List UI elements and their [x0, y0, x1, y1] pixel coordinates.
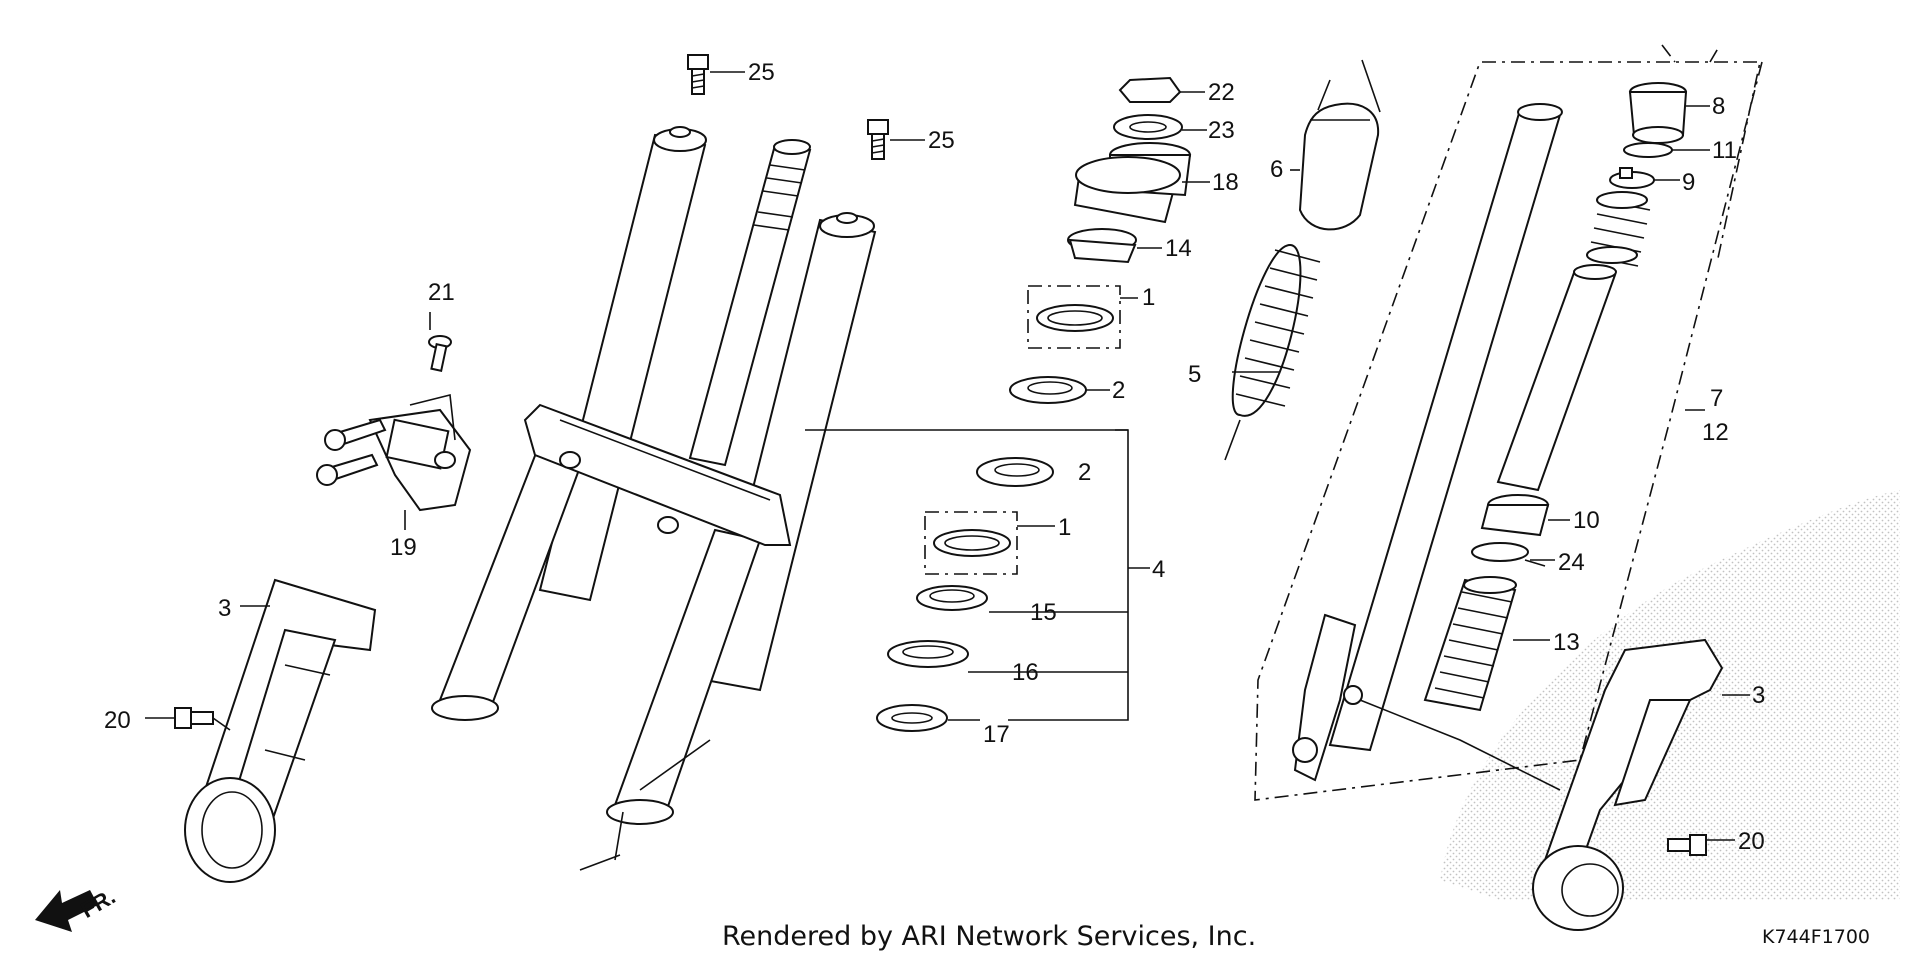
callout-22: 22 — [1208, 79, 1235, 106]
callout-11: 11 — [1712, 137, 1737, 164]
diagram-code: K744F1700 — [1762, 926, 1870, 948]
screw-21-icon — [428, 335, 452, 372]
callout-15: 15 — [1030, 599, 1057, 626]
front-fork-assembly — [431, 126, 877, 871]
rendered-by-credit: Rendered by ARI Network Services, Inc. — [722, 921, 1256, 952]
fork-cover-right-icon — [1532, 638, 1724, 931]
callout-3b: 3 — [1752, 682, 1765, 709]
callout-20b: 20 — [1738, 828, 1765, 855]
callout-25b: 25 — [928, 127, 955, 154]
callout-17: 17 — [983, 721, 1010, 748]
bolt-25-left-icon — [687, 54, 709, 95]
dust-boot-13-icon — [1423, 576, 1517, 712]
front-direction-label: FR. — [76, 884, 119, 923]
fork-cover-left-icon — [184, 578, 377, 883]
callout-21: 21 — [428, 279, 455, 306]
circlip-24-icon — [1471, 542, 1546, 567]
callout-2b: 2 — [1078, 459, 1091, 486]
leader-lines — [145, 71, 1750, 841]
rebound-spring-icon — [1586, 191, 1651, 267]
callout-12: 12 — [1702, 419, 1729, 446]
piston-9-icon — [1609, 167, 1655, 189]
callout-19: 19 — [390, 534, 417, 561]
inner-tube-icon — [1292, 103, 1563, 791]
callout-6: 6 — [1270, 156, 1283, 183]
callout-4: 4 — [1152, 556, 1165, 583]
callout-9: 9 — [1682, 169, 1695, 196]
callout-8: 8 — [1712, 93, 1725, 120]
steering-lock-icon — [316, 394, 472, 512]
callout-13: 13 — [1553, 629, 1580, 656]
callout-24: 24 — [1558, 549, 1585, 576]
bolt-20-right-icon — [1667, 834, 1707, 856]
callout-10: 10 — [1573, 507, 1600, 534]
steering-bearing-stack — [876, 76, 1192, 732]
callout-25a: 25 — [748, 59, 775, 86]
circlip-11-icon — [1623, 142, 1673, 158]
damper-rod-icon — [1496, 264, 1617, 492]
callout-7: 7 — [1710, 385, 1723, 412]
callout-16: 16 — [1012, 659, 1039, 686]
bolt-25-right-icon — [867, 119, 889, 160]
callout-23: 23 — [1208, 117, 1235, 144]
collar-8-icon — [1628, 82, 1688, 144]
bushing-10-icon — [1480, 494, 1550, 537]
fork-spring-5-icon — [1224, 243, 1321, 461]
callout-2a: 2 — [1112, 377, 1125, 404]
callout-20a: 20 — [104, 707, 131, 734]
callout-5: 5 — [1188, 361, 1201, 388]
callout-14: 14 — [1165, 235, 1192, 262]
assembly-boundary — [1254, 44, 1763, 801]
callout-3a: 3 — [218, 595, 231, 622]
callout-1a: 1 — [1142, 284, 1155, 311]
callout-numbers: 25 25 22 23 18 14 1 2 2 1 4 15 16 17 6 5… — [104, 59, 1765, 855]
front-direction-arrow-icon — [35, 890, 98, 932]
fork-cap-6-icon — [1298, 59, 1381, 231]
bolt-20-left-icon — [174, 707, 214, 729]
callout-1b: 1 — [1058, 514, 1071, 541]
callout-18: 18 — [1212, 169, 1239, 196]
